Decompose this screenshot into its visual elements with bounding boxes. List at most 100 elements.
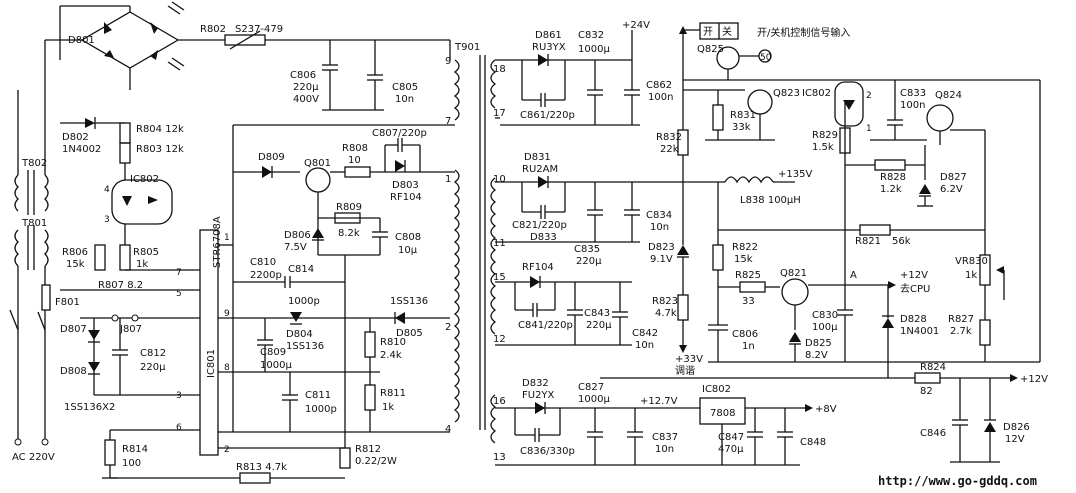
watermark-url: http://www.go-gddq.com [878, 472, 1037, 490]
d805-label: D805 [396, 328, 423, 339]
c832-value: 1000μ [578, 44, 610, 55]
1ss136x2-label: 1SS136X2 [64, 402, 115, 413]
c837-value: 10n [655, 444, 674, 455]
ic802-regulator-label: IC802 [702, 384, 731, 395]
q825-label: Q825 [697, 44, 724, 55]
d827-label: D827 [940, 172, 967, 183]
line-filter-coils [14, 90, 49, 300]
r807-label: R807 8.2 [98, 280, 143, 291]
r813-label: R813 4.7k [236, 462, 287, 473]
r828-value: 1.2k [880, 184, 902, 195]
c810-label: C810 [250, 257, 276, 268]
tuning-label: 调谐 [675, 365, 695, 377]
r825-label: R825 [735, 270, 761, 281]
d823-label: D823 [648, 242, 675, 253]
r812-value: 0.22/2W [355, 456, 397, 467]
t901-secondary-coil [490, 59, 497, 444]
c814-value: 1000p [288, 296, 320, 307]
d826-value: 12V [1005, 434, 1025, 445]
fu2yx-label: FU2YX [522, 390, 555, 401]
c842-label: C842 [632, 328, 658, 339]
r821-resistor [859, 224, 891, 236]
r805-value: 1k [136, 259, 148, 270]
r802-label: R802 [200, 24, 226, 35]
d826-label: D826 [1003, 422, 1030, 433]
c833-value: 100n [900, 100, 925, 111]
c835-label: C835 [574, 244, 600, 255]
1ss136-label: 1SS136 [390, 296, 428, 307]
sec-pin10: 10 [493, 174, 506, 185]
r808-resistor [344, 166, 371, 178]
v127-label: +12.7V [640, 396, 678, 407]
r808-label: R808 [342, 143, 368, 154]
c862-label: C862 [646, 80, 672, 91]
f801-fuse [41, 284, 51, 311]
c808-value: 10μ [398, 245, 418, 256]
r828-label: R828 [880, 172, 906, 183]
sec-pin17: 17 [493, 108, 506, 119]
t801-label: T801 [21, 218, 47, 229]
r804-resistor [119, 122, 131, 144]
ic802-pin4: 4 [104, 185, 110, 195]
r813-resistor [239, 472, 271, 484]
c832-label: C832 [578, 30, 604, 41]
c821-label: C821/220p [512, 220, 567, 231]
q823-label: Q823 [773, 88, 800, 99]
c812-value: 220μ [140, 362, 166, 373]
d827-value: 6.2V [940, 184, 963, 195]
t901-primary-coil [453, 55, 486, 430]
r810-label: R810 [380, 337, 406, 348]
c841-label: C841/220p [518, 320, 573, 331]
r829-value: 1.5k [812, 142, 834, 153]
c834-label: C834 [646, 210, 672, 221]
c806-voltage: 400V [293, 94, 319, 105]
r824-label: R824 [920, 362, 946, 373]
r828-resistor [874, 159, 906, 171]
ac-220v-label: AC 220V [12, 452, 55, 463]
r822-label: R822 [732, 242, 758, 253]
d806-value: 7.5V [284, 242, 307, 253]
r814-label: R814 [122, 444, 148, 455]
ic801-pin8: 8 [224, 363, 230, 373]
v8-label: +8V [815, 404, 837, 415]
r831-value: 33k [732, 122, 751, 133]
r814-value: 100 [122, 458, 141, 469]
ic802-optocoupler-right [834, 81, 864, 127]
f801-label: F801 [55, 297, 80, 308]
c809-label: C809 [260, 347, 286, 358]
t901-pin1: 1 [445, 174, 451, 185]
c806-tuning-value: 1n [742, 341, 755, 352]
r812-resistor [339, 447, 351, 469]
c805-label: C805 [392, 82, 418, 93]
pin50-label: 50 [760, 53, 772, 63]
c812-label: C812 [140, 348, 166, 359]
d804-type: 1SS136 [286, 341, 324, 352]
ic802-right-pin2: 2 [866, 91, 872, 101]
c814-label: C814 [288, 264, 314, 275]
d803-label: D803 [392, 180, 419, 191]
c837-label: C837 [652, 432, 678, 443]
ic801-pin3: 3 [176, 391, 182, 401]
r827-label: R827 [948, 314, 974, 325]
ic801-pin9: 9 [224, 309, 230, 319]
r806-resistor [94, 244, 106, 271]
q823-transistor [747, 89, 773, 115]
ic801-pin1: 1 [224, 233, 230, 243]
l838-inductor [724, 176, 774, 184]
r827-value: 2.7k [950, 326, 972, 337]
r805-resistor [119, 244, 131, 271]
vr830-label: VR830 [955, 256, 988, 267]
q801-label: Q801 [304, 158, 331, 169]
v12-label: +12V [1020, 374, 1048, 385]
ic802-optocoupler-left [111, 179, 173, 225]
s237-label: S237-479 [235, 24, 283, 35]
r825-value: 33 [742, 296, 755, 307]
c848-label: C848 [800, 437, 826, 448]
r808-value: 10 [348, 155, 361, 166]
r812-label: R812 [355, 444, 381, 455]
r831-label: R831 [730, 110, 756, 121]
r823-value: 4.7k [655, 308, 677, 319]
q824-transistor [926, 104, 954, 132]
j807-label: J807 [119, 324, 142, 335]
